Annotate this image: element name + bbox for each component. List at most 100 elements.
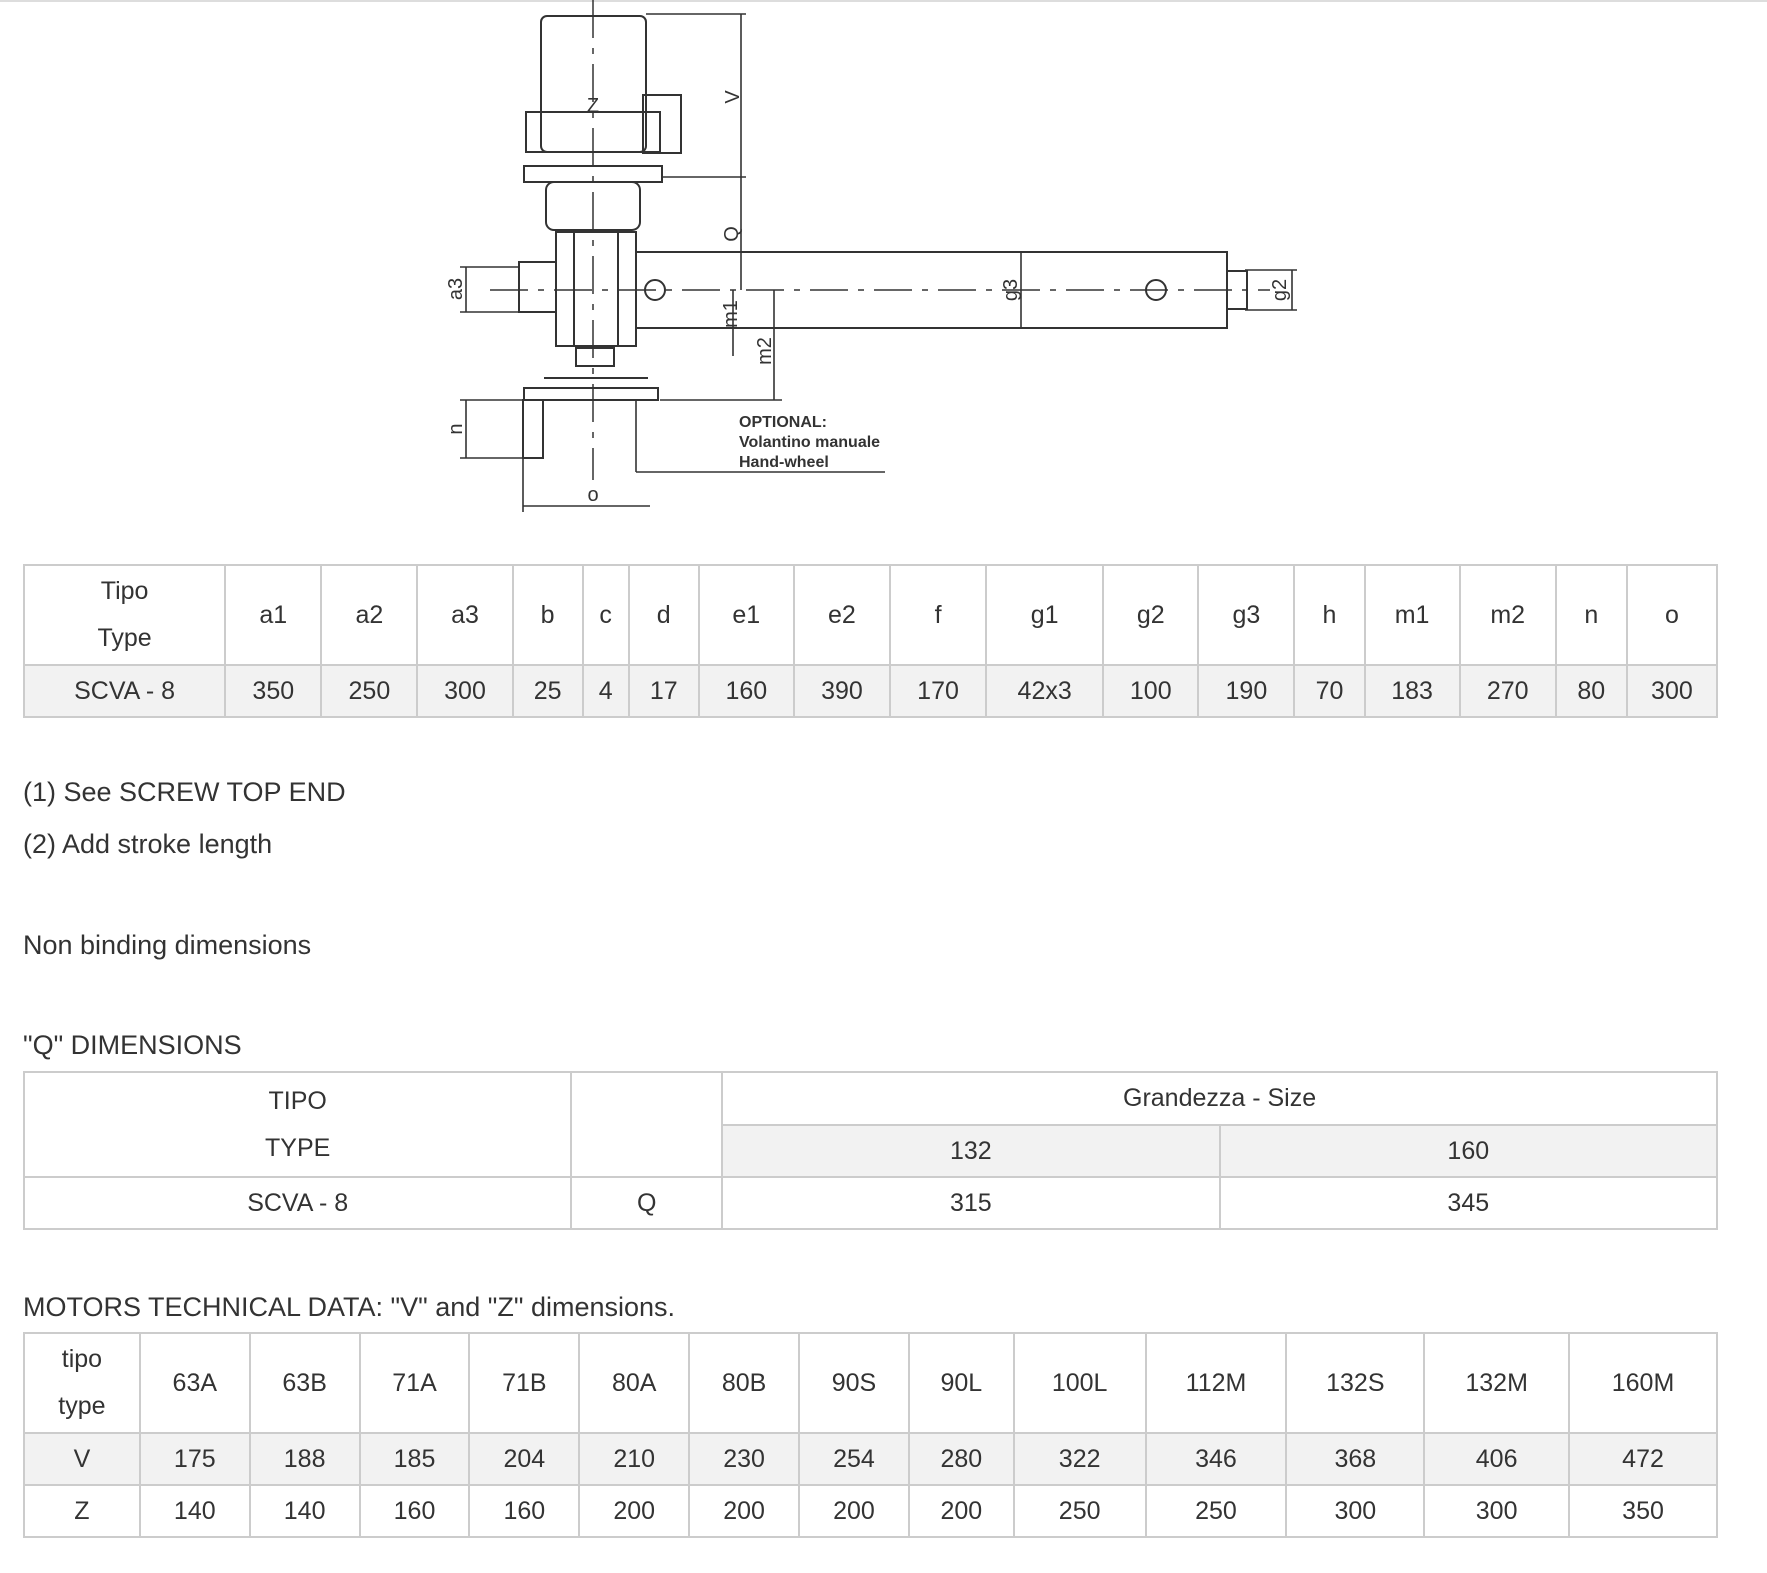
- table-cell: 80: [1554, 664, 1628, 718]
- note-stroke-length: (2) Add stroke length: [23, 829, 273, 859]
- column-header: a2: [320, 564, 419, 666]
- table-cell: 140: [138, 1484, 251, 1538]
- q-header-row: TIPO TYPE Grandezza - Size: [22, 1071, 1718, 1178]
- dim-label-m1: m1: [720, 300, 742, 328]
- column-header: c: [581, 564, 630, 666]
- optional-note-line-3: Hand-wheel: [739, 454, 829, 471]
- gearbox-cap: [575, 347, 615, 367]
- table-cell: 70: [1293, 664, 1366, 718]
- table-cell: 300: [1625, 664, 1719, 718]
- size-cell: 132: [721, 1124, 1221, 1178]
- note-non-binding: Non binding dimensions: [23, 930, 312, 960]
- dim-label-g3: g3: [1000, 279, 1022, 301]
- column-header: 90L: [907, 1332, 1015, 1434]
- dim-label-q: Q: [721, 226, 743, 242]
- gearbox-side: [518, 261, 557, 313]
- table-cell: 346: [1144, 1432, 1288, 1486]
- table-cell: 406: [1423, 1432, 1571, 1486]
- table-cell: 472: [1568, 1432, 1718, 1486]
- type-header-it: Tipo: [100, 577, 149, 605]
- dim-label-n: n: [445, 423, 467, 434]
- table-cell: 270: [1458, 664, 1557, 718]
- table-cell: 160: [358, 1484, 471, 1538]
- size-cell: 160: [1218, 1124, 1719, 1178]
- table-cell: 300: [1285, 1484, 1426, 1538]
- type-header-en: Type: [97, 624, 152, 652]
- table-cell: 183: [1363, 664, 1461, 718]
- dim-label-z: Z: [587, 95, 599, 117]
- motor-type-header-en: type: [58, 1392, 106, 1420]
- column-header: d: [627, 564, 700, 666]
- table-cell: 200: [798, 1484, 910, 1538]
- column-header: 71B: [468, 1332, 581, 1434]
- column-header: a1: [224, 564, 323, 666]
- table-cell: 175: [138, 1432, 251, 1486]
- table-cell: 322: [1012, 1432, 1147, 1486]
- dim-label-a3: a3: [445, 278, 467, 300]
- type-header-cell: Tipo Type: [22, 564, 227, 666]
- column-header: m1: [1363, 564, 1461, 666]
- table-cell: 190: [1197, 664, 1296, 718]
- row-label: SCVA - 8: [22, 664, 227, 718]
- table-cell: 188: [248, 1432, 361, 1486]
- column-header: g3: [1197, 564, 1296, 666]
- table-cell: 300: [416, 664, 514, 718]
- column-header: 90S: [798, 1332, 910, 1434]
- size-header: Grandezza - Size: [721, 1071, 1718, 1126]
- column-header: 80B: [688, 1332, 801, 1434]
- top-rule: [0, 0, 1767, 2]
- table-cell: 345: [1218, 1176, 1719, 1230]
- column-header: e2: [792, 564, 891, 666]
- handwheel-handle: [522, 399, 544, 459]
- column-header: 112M: [1144, 1332, 1288, 1434]
- column-header: 160M: [1568, 1332, 1718, 1434]
- terminal-box: [642, 94, 682, 154]
- dimensions-table: Tipo Type a1 a2 a3 b c d e1 e2 f g1 g2 g…: [22, 564, 1719, 718]
- table-cell: 250: [1012, 1484, 1147, 1538]
- q-dimensions-table: TIPO TYPE Grandezza - Size 132 160 SCVA …: [22, 1071, 1719, 1230]
- column-header: a3: [416, 564, 514, 666]
- q-type-header-it: TIPO: [268, 1086, 327, 1115]
- motors-header-row: tipo type 63A 63B 71A 71B 80A 80B 90S 90…: [23, 1332, 1718, 1434]
- dim-label-v: V: [722, 90, 744, 104]
- table-cell: 390: [792, 664, 891, 718]
- column-header: f: [888, 564, 988, 666]
- column-header: o: [1625, 564, 1719, 666]
- dim-label-o: o: [587, 484, 598, 506]
- technical-drawing: V Z Q a3 g3 g2 m1 m2 n o OPTIONAL: Volan…: [0, 0, 1767, 520]
- table-cell: 160: [468, 1484, 581, 1538]
- table-cell: 315: [721, 1176, 1221, 1230]
- column-header: 80A: [578, 1332, 691, 1434]
- q-empty-header-cell: [570, 1071, 724, 1178]
- table-row: V 175 188 185 204 210 230 254 280 322 34…: [23, 1432, 1718, 1486]
- column-header: h: [1293, 564, 1366, 666]
- table-row: SCVA - 8 350 250 300 25 4 17 160 390 170…: [22, 664, 1719, 718]
- drawing-svg: V Z Q a3 g3 g2 m1 m2 n o OPTIONAL: Volan…: [445, 0, 1297, 512]
- dimensions-header-row: Tipo Type a1 a2 a3 b c d e1 e2 f g1 g2 g…: [22, 564, 1719, 666]
- table-cell: 4: [581, 664, 630, 718]
- q-type-header-cell: TIPO TYPE: [22, 1071, 573, 1178]
- table-cell: 185: [358, 1432, 471, 1486]
- column-header: g2: [1102, 564, 1200, 666]
- dim-label-g2: g2: [1269, 279, 1291, 301]
- row-label: Z: [23, 1484, 141, 1538]
- column-header: 63A: [138, 1332, 251, 1434]
- table-cell: 368: [1285, 1432, 1426, 1486]
- motors-heading: MOTORS TECHNICAL DATA: "V" and "Z" dimen…: [23, 1292, 676, 1322]
- row-label: SCVA - 8: [22, 1176, 573, 1230]
- motors-table: tipo type 63A 63B 71A 71B 80A 80B 90S 90…: [23, 1332, 1718, 1538]
- table-cell: 140: [248, 1484, 361, 1538]
- table-cell: 200: [688, 1484, 801, 1538]
- table-cell: 350: [224, 664, 323, 718]
- note-screw-top-end: (1) See SCREW TOP END: [23, 777, 346, 807]
- table-cell: 160: [697, 664, 795, 718]
- table-cell: 100: [1102, 664, 1200, 718]
- column-header: 71A: [358, 1332, 471, 1434]
- column-header: n: [1554, 564, 1628, 666]
- column-header: 100L: [1012, 1332, 1147, 1434]
- table-cell: 170: [888, 664, 988, 718]
- column-header: 63B: [248, 1332, 361, 1434]
- optional-note-line-2: Volantino manuale: [739, 434, 880, 451]
- table-cell: 200: [578, 1484, 691, 1538]
- table-cell: 204: [468, 1432, 581, 1486]
